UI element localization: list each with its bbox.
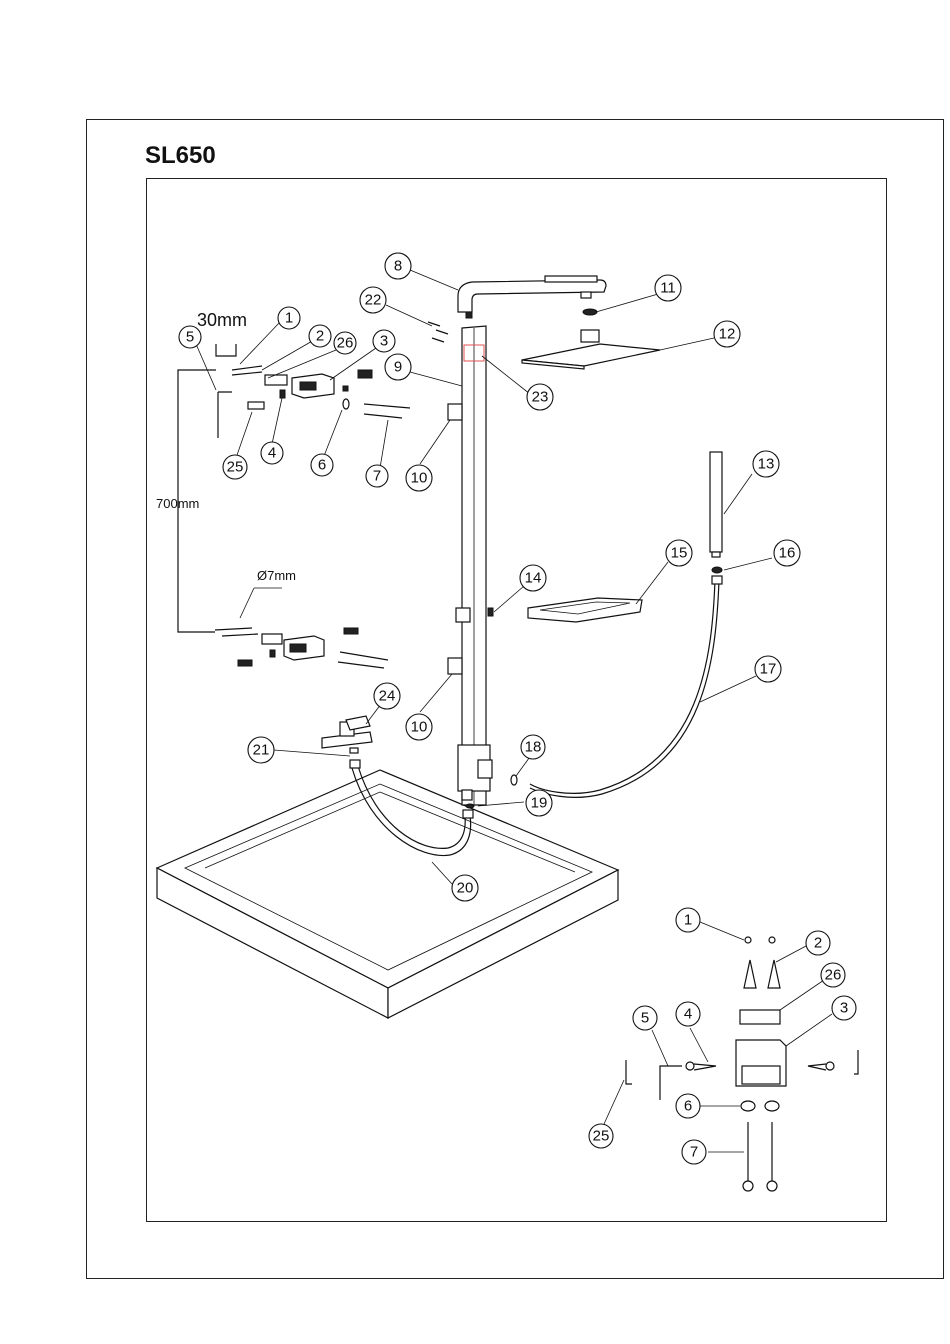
- detail-callout-4: 4: [676, 1002, 700, 1026]
- dimension-height: 700mm: [156, 496, 199, 511]
- svg-text:25: 25: [227, 459, 244, 476]
- svg-text:26: 26: [337, 335, 354, 352]
- callout-10-top: 10: [406, 465, 432, 491]
- svg-text:18: 18: [525, 739, 542, 756]
- svg-text:7: 7: [690, 1144, 698, 1161]
- callout-23: 23: [527, 384, 553, 410]
- callout-5: 5: [179, 326, 201, 348]
- callout-2: 2: [309, 325, 331, 347]
- top-screws: [428, 322, 448, 342]
- svg-text:4: 4: [684, 1006, 692, 1023]
- callout-8: 8: [385, 253, 411, 279]
- rain-shower-head: [522, 309, 660, 369]
- dimension-drill: Ø7mm: [257, 568, 296, 583]
- detail-callout-26: 26: [821, 963, 845, 987]
- svg-text:3: 3: [380, 333, 388, 350]
- leader-lines: [196, 270, 832, 1152]
- callout-10-bottom: 10: [406, 714, 432, 740]
- detail-callout-3: 3: [832, 996, 856, 1020]
- svg-text:15: 15: [671, 545, 688, 562]
- svg-text:6: 6: [318, 457, 326, 474]
- callout-24: 24: [374, 683, 400, 709]
- svg-text:19: 19: [531, 795, 548, 812]
- callout-6: 6: [311, 454, 333, 476]
- callout-16: 16: [774, 540, 800, 566]
- dimension-spacing: 30mm: [197, 310, 247, 330]
- bottom-mount-kit: [215, 588, 388, 668]
- svg-text:26: 26: [825, 967, 842, 984]
- svg-text:14: 14: [525, 570, 542, 587]
- soap-tray: [528, 598, 642, 622]
- mixer-valve: [322, 716, 372, 753]
- callout-18: 18: [521, 735, 545, 759]
- svg-text:8: 8: [394, 258, 402, 275]
- callout-20: 20: [452, 875, 478, 901]
- callout-22: 22: [360, 287, 386, 313]
- svg-text:23: 23: [532, 389, 549, 406]
- svg-text:4: 4: [268, 445, 276, 462]
- detail-callout-5: 5: [633, 1006, 657, 1030]
- svg-text:1: 1: [684, 912, 692, 929]
- svg-text:7: 7: [373, 468, 381, 485]
- callout-21: 21: [248, 737, 274, 763]
- callout-12: 12: [714, 321, 740, 347]
- callout-11: 11: [655, 275, 681, 301]
- shower-column: [458, 326, 492, 805]
- svg-text:20: 20: [457, 880, 474, 897]
- callout-4: 4: [261, 442, 283, 464]
- callout-13: 13: [753, 451, 779, 477]
- svg-text:22: 22: [365, 292, 382, 309]
- callout-15: 15: [666, 540, 692, 566]
- detail-callout-6: 6: [676, 1094, 700, 1118]
- svg-text:5: 5: [186, 329, 194, 346]
- svg-text:17: 17: [760, 661, 777, 678]
- detail-callout-25: 25: [589, 1124, 613, 1148]
- svg-text:10: 10: [411, 470, 428, 487]
- callout-14: 14: [520, 565, 546, 591]
- callout-9: 9: [385, 354, 411, 380]
- callout-3: 3: [373, 330, 395, 352]
- svg-text:3: 3: [840, 1000, 848, 1017]
- svg-text:21: 21: [253, 742, 270, 759]
- svg-text:16: 16: [779, 545, 796, 562]
- svg-text:1: 1: [285, 310, 293, 327]
- callout-1: 1: [278, 307, 300, 329]
- svg-text:5: 5: [641, 1010, 649, 1027]
- svg-text:13: 13: [758, 456, 775, 473]
- callout-26: 26: [334, 332, 356, 354]
- svg-text:24: 24: [379, 688, 396, 705]
- svg-text:10: 10: [411, 719, 428, 736]
- svg-text:25: 25: [593, 1128, 610, 1145]
- callout-19: 19: [526, 790, 552, 816]
- hand-shower: [710, 452, 722, 573]
- detail-callout-2: 2: [806, 931, 830, 955]
- svg-text:9: 9: [394, 359, 402, 376]
- svg-text:2: 2: [316, 328, 324, 345]
- callout-25: 25: [223, 455, 247, 479]
- svg-text:6: 6: [684, 1098, 692, 1115]
- svg-text:2: 2: [814, 935, 822, 952]
- detail-callout-7: 7: [682, 1140, 706, 1164]
- svg-text:11: 11: [660, 280, 676, 297]
- dimension-lines: [178, 344, 236, 632]
- svg-text:12: 12: [719, 326, 736, 343]
- detail-callout-1: 1: [676, 908, 700, 932]
- callout-7: 7: [366, 465, 388, 487]
- callout-17: 17: [755, 656, 781, 682]
